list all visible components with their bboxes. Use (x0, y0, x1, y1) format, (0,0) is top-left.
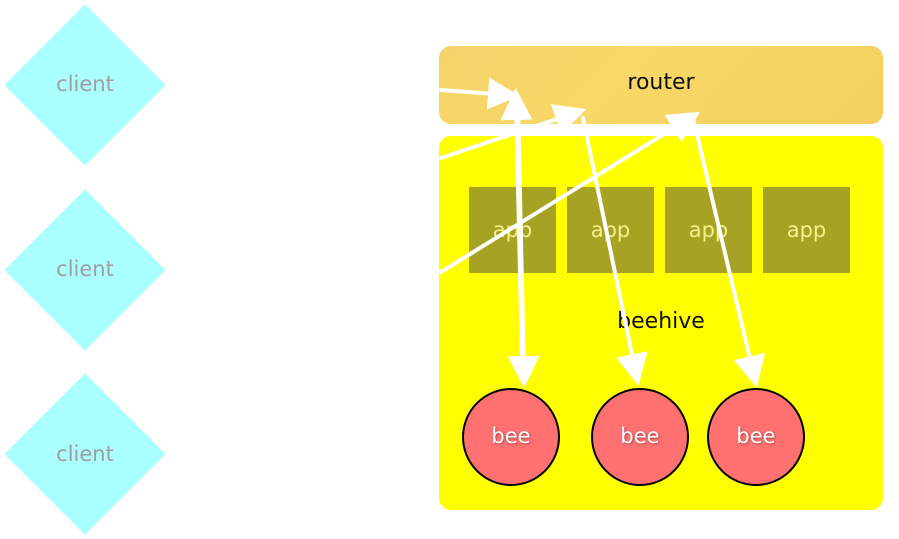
app-label-4: app (786, 218, 827, 242)
arrow-client2-router (439, 104, 587, 160)
arrow-bee1-router (500, 88, 533, 362)
beehive-label: beehive (617, 309, 705, 334)
app-box-4 (763, 187, 850, 273)
router-label: router (627, 70, 695, 95)
bee-label-3: bee (736, 424, 776, 448)
bee-label-2: bee (620, 424, 660, 448)
arrow-router-bee3 (692, 120, 765, 388)
app-label-2: app (590, 218, 631, 242)
arrow-router-bee2 (581, 116, 648, 386)
client-label-2: client (56, 257, 114, 281)
bee-circle-2 (591, 388, 689, 486)
arrow-client3-router (439, 111, 701, 274)
arrow-client1-router (439, 77, 520, 110)
bee-circle-3 (707, 388, 805, 486)
client-label-3: client (56, 442, 114, 466)
bee-circle-1 (462, 388, 560, 486)
client-label-1: client (56, 72, 114, 96)
app-box-3 (665, 187, 752, 273)
bee-label-1: bee (491, 424, 531, 448)
